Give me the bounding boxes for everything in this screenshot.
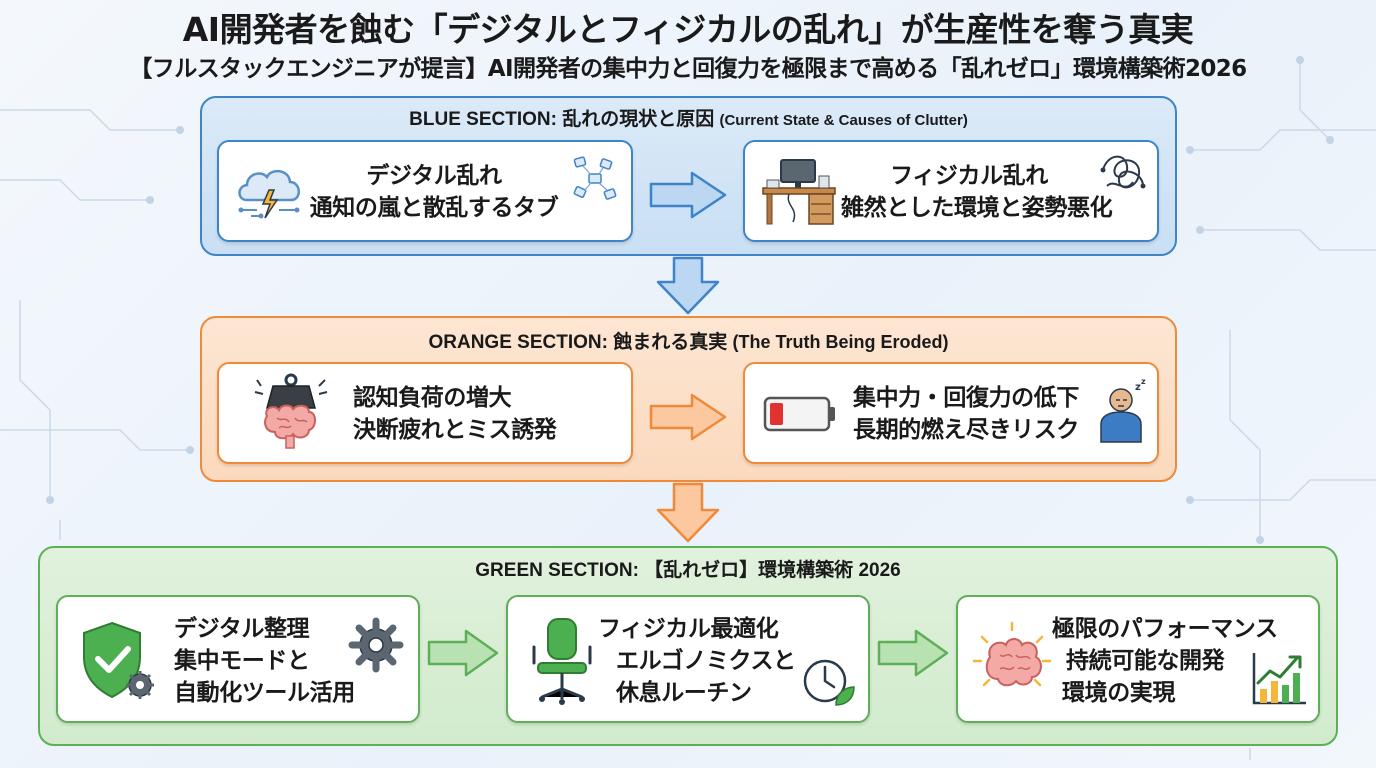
peak-performance-card: 極限のパフォーマンス 持続可能な開発 環境の実現	[956, 595, 1320, 723]
physical-clutter-card: フィジカル乱れ 雑然とした環境と姿勢悪化	[743, 140, 1159, 242]
peak-performance-desc1: 持続可能な開発	[1066, 648, 1225, 674]
orange-section-title-en: (The Truth Being Eroded)	[732, 332, 949, 352]
glowing-brain-icon	[972, 621, 1052, 687]
cognitive-load-desc: 決断疲れとミス誘発	[353, 417, 557, 443]
physical-optimize-card: フィジカル最適化 エルゴノミクスと 休息ルーチン	[506, 595, 870, 723]
cognitive-load-card: 認知負荷の増大 決断疲れとミス誘発	[217, 362, 633, 464]
digital-organize-title: デジタル整理	[174, 616, 310, 642]
focus-decline-card: 集中力・回復力の低下 長期的燃え尽きリスク z z	[743, 362, 1159, 464]
digital-clutter-title: デジタル乱れ	[366, 163, 502, 189]
physical-optimize-desc2: 休息ルーチン	[616, 680, 752, 706]
blue-horizontal-arrow	[649, 171, 727, 219]
growth-chart-icon	[1252, 653, 1306, 705]
green-arrow-2	[877, 629, 949, 677]
orange-section-title: ORANGE SECTION: 蝕まれる真実	[428, 332, 728, 353]
exhausted-person-icon: z z	[1100, 378, 1146, 443]
blue-section-title: BLUE SECTION: 乱れの現状と原因	[409, 109, 715, 130]
gear-icon	[348, 617, 404, 673]
blue-section-label: BLUE SECTION: 乱れの現状と原因 (Current State & …	[202, 108, 1175, 133]
storm-cloud-icon	[238, 169, 300, 219]
physical-clutter-desc: 雑然とした環境と姿勢悪化	[841, 195, 1113, 221]
svg-text:z: z	[1135, 382, 1141, 393]
page-title: AI開発者を蝕む「デジタルとフィジカルの乱れ」が生産性を奪う真実	[182, 10, 1194, 49]
messy-desk-icon	[762, 159, 836, 225]
peak-performance-desc2: 環境の実現	[1062, 680, 1176, 706]
tangled-cables-icon	[1100, 155, 1146, 189]
physical-optimize-title: フィジカル最適化	[598, 616, 779, 642]
scattered-tabs-icon	[573, 156, 617, 200]
focus-decline-title: 集中力・回復力の低下	[852, 385, 1079, 411]
physical-optimize-desc1: エルゴノミクスと	[616, 648, 796, 674]
digital-clutter-card: デジタル乱れ 通知の嵐と散乱するタブ	[217, 140, 633, 242]
physical-clutter-title: フィジカル乱れ	[890, 163, 1048, 189]
svg-text:z: z	[1141, 378, 1146, 386]
low-battery-icon	[763, 396, 835, 432]
orange-down-arrow	[656, 482, 720, 543]
digital-organize-desc1: 集中モードと	[174, 648, 310, 674]
orange-section-label: ORANGE SECTION: 蝕まれる真実 (The Truth Being …	[202, 330, 1175, 355]
blue-section-title-en: (Current State & Causes of Clutter)	[719, 112, 968, 129]
focus-decline-desc: 長期的燃え尽きリスク	[852, 417, 1079, 443]
green-arrow-1	[427, 629, 499, 677]
digital-organize-desc2: 自動化ツール活用	[174, 680, 355, 706]
peak-performance-title: 極限のパフォーマンス	[1052, 616, 1278, 642]
blue-down-arrow	[656, 256, 720, 315]
ergonomic-chair-icon	[532, 618, 592, 705]
orange-horizontal-arrow	[649, 393, 727, 441]
digital-clutter-desc: 通知の嵐と散乱するタブ	[309, 195, 559, 221]
page-subtitle: 【フルスタックエンジニアが提言】AI開発者の集中力と回復力を極限まで高める「乱れ…	[129, 56, 1247, 82]
cognitive-load-title: 認知負荷の増大	[353, 385, 512, 411]
weighted-brain-icon	[254, 373, 328, 449]
shield-check-icon	[83, 621, 154, 699]
green-section-label: GREEN SECTION: 【乱れゼロ】環境構築術 2026	[475, 560, 901, 581]
digital-organize-card: デジタル整理 集中モードと 自動化ツール活用	[56, 595, 420, 723]
clock-leaf-icon	[803, 659, 855, 706]
